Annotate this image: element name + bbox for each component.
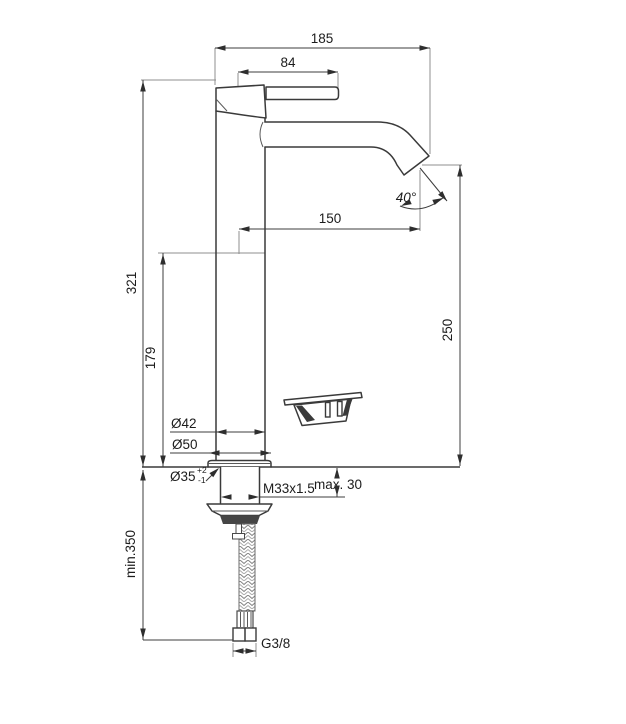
faucet-body — [215, 110, 266, 461]
dim-max30-label: max. 30 — [314, 477, 362, 492]
arrowhead — [221, 494, 232, 500]
dim-250-label: 250 — [440, 319, 455, 342]
arrowhead — [209, 468, 219, 478]
arrowhead — [140, 81, 146, 92]
dim-dia42-label: Ø42 — [171, 416, 197, 431]
dim-84-label: 84 — [280, 55, 296, 70]
arrowhead — [233, 648, 244, 654]
arrowhead — [140, 455, 146, 466]
arrowhead — [432, 198, 443, 205]
locknut-washer — [206, 503, 273, 524]
arrowhead — [140, 628, 146, 639]
dim-40deg-label: 40° — [396, 190, 417, 205]
dim-min350-label: min.350 — [123, 530, 138, 578]
faucet-lever — [265, 86, 340, 101]
arrowhead — [334, 468, 340, 479]
arrowhead — [457, 166, 463, 177]
arrowhead — [215, 45, 226, 51]
base-plate — [207, 459, 272, 468]
dim-dia35-label: Ø35 — [170, 469, 196, 484]
arrowhead — [160, 455, 166, 466]
supply-hose — [232, 523, 257, 642]
dim-321-label: 321 — [124, 272, 139, 295]
pop-up-rod — [232, 523, 245, 540]
arrowhead — [334, 485, 340, 496]
dim-dia35-tol-minus: -1 — [198, 475, 206, 485]
arrowhead — [245, 648, 256, 654]
arrowhead — [409, 226, 420, 232]
faucet-outline — [207, 84, 430, 468]
arrowhead — [254, 429, 265, 435]
hose-nut — [232, 627, 257, 642]
arrowhead — [419, 45, 430, 51]
arrowhead — [401, 199, 412, 206]
arrowhead — [327, 69, 338, 75]
hose-collar — [236, 610, 254, 629]
arrowhead — [238, 69, 249, 75]
arrowhead — [140, 470, 146, 481]
dim-g38-label: G3/8 — [261, 636, 290, 651]
faucet-spout — [259, 121, 430, 176]
arrowhead — [248, 494, 259, 500]
locknut — [220, 515, 260, 524]
arrowhead — [160, 254, 166, 265]
arrowhead — [216, 429, 227, 435]
dim-dia50-label: Ø50 — [172, 437, 198, 452]
arrowhead — [209, 450, 220, 456]
arrowhead — [260, 450, 271, 456]
dimension-arrowheads — [140, 45, 463, 654]
dim-150-label: 150 — [319, 211, 342, 226]
dimension-labels: 185 84 150 40° 321 179 250 min.350 Ø42 Ø… — [123, 31, 455, 651]
faucet-head — [215, 84, 267, 119]
dim-m33-label: M33x1.5 — [263, 481, 315, 496]
reference-lines — [141, 48, 462, 657]
arrowhead — [457, 454, 463, 465]
dim-185-label: 185 — [311, 31, 334, 46]
dim-179-label: 179 — [143, 347, 158, 370]
dim-dia35-tol-plus: +2 — [197, 465, 207, 475]
arrowhead — [239, 226, 250, 232]
drain-plug — [283, 391, 363, 427]
arrowhead — [438, 191, 447, 201]
